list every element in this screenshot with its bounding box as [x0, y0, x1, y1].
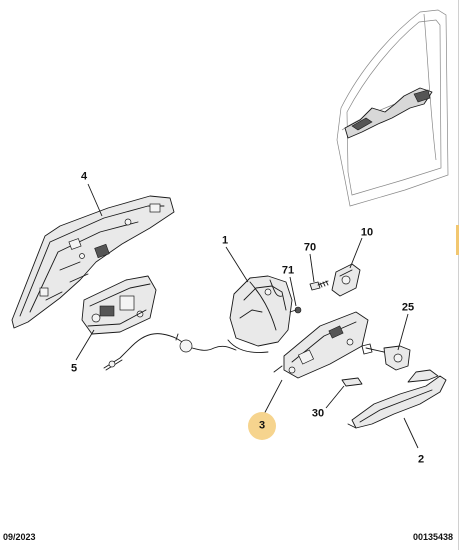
part-4-trim-bracket: [11, 195, 175, 329]
footer-reference: 00135438: [412, 532, 453, 542]
callout-10: 10: [360, 226, 374, 239]
callout-25: 25: [401, 301, 415, 314]
part-10-striker: [331, 263, 361, 297]
part-70-screw: [309, 280, 329, 291]
part-5-lock-mechanism: [81, 275, 157, 335]
callout-30: 30: [311, 407, 325, 420]
callout-70: 70: [303, 241, 317, 254]
callout-3: 3: [258, 419, 266, 432]
callout-4: 4: [80, 170, 88, 183]
part-25-lock-cylinder: [361, 343, 411, 371]
part-71-screw: [289, 306, 302, 314]
part-3-handle-bracket: [273, 311, 369, 379]
cable-assembly: [103, 333, 237, 371]
highlighted-callout-marker: [248, 412, 276, 440]
callout-2: 2: [417, 453, 425, 466]
leader-lines: [75, 183, 419, 449]
footer-date: 09/2023: [3, 532, 36, 542]
page-edge-marker: [456, 225, 459, 255]
door-outline: [336, 9, 449, 207]
part-30-gasket: [341, 377, 363, 387]
part-2-outer-handle: [347, 369, 447, 429]
callout-1: 1: [221, 234, 229, 247]
callout-71: 71: [281, 264, 295, 277]
callout-5: 5: [70, 362, 78, 375]
part-1-handle-cover: [227, 275, 293, 353]
